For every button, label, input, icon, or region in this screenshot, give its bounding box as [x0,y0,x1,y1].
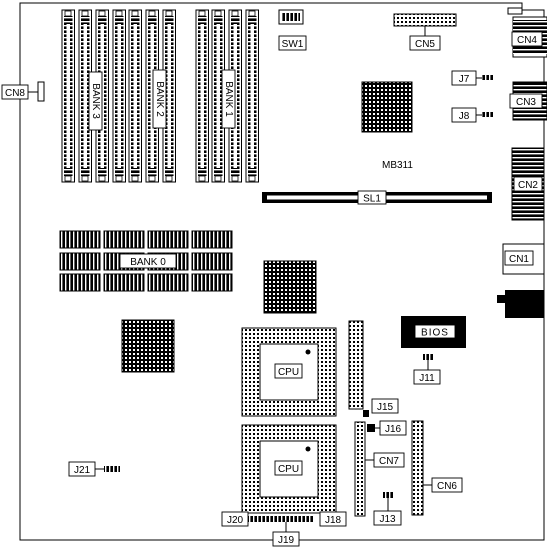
j11-label: J11 [419,373,435,384]
simm-slot[interactable] [162,9,176,183]
j8-label: J8 [459,111,470,122]
dram-chip [103,273,145,292]
dram-chip [191,273,233,292]
cpu2-socket[interactable]: CPU [241,424,337,514]
dram-chip [147,230,189,249]
cn6-label: CN6 [437,481,457,492]
cn6-connector[interactable]: CN6 [411,420,463,516]
j21-label: J21 [74,465,91,476]
simm-slot[interactable] [195,9,209,183]
cn5-connector[interactable]: CN5 [393,13,457,51]
chipset-2 [263,260,317,314]
bank1-tag: BANK 1 [221,69,236,129]
cn4-connector[interactable]: CN4 [511,16,547,58]
cn2-connector[interactable]: CN2 [511,147,545,221]
bios-chip[interactable]: BIOS [401,316,466,348]
simm-slot[interactable] [245,9,259,183]
simm-slot[interactable] [78,9,92,183]
sw1-label: SW1 [282,39,304,50]
j18-label: J18 [325,515,342,526]
dram-chip [59,273,101,292]
cn1-label: CN1 [509,254,529,265]
simm-slot[interactable] [211,9,225,183]
simm-slot[interactable] [112,9,126,183]
simm-slot[interactable] [128,9,142,183]
j16-label: J16 [385,424,402,435]
cn8-connector[interactable]: CN8 [1,81,45,102]
j7-jumper[interactable]: J7 [451,70,494,86]
cpu-sockets: CPU CPU [241,327,337,514]
simm-banks: BANK 3 BANK 2 BANK 1 [61,9,259,183]
power-connector [497,290,544,318]
j19-label: J19 [278,535,295,546]
dram-chip [103,230,145,249]
j20-label: J20 [227,515,244,526]
j18-j19-j20-jumpers[interactable]: J20 J18 J19 [221,511,347,547]
bank2-label: BANK 2 [154,81,165,117]
cpu1-socket[interactable]: CPU [241,327,337,417]
cn3-connector[interactable]: CN3 [509,81,547,121]
bios-label: BIOS [421,328,449,339]
dram-chip [191,252,233,271]
vertical-header [348,320,364,410]
chipset-3 [121,319,175,373]
cn4-label: CN4 [517,35,537,46]
bank3-label: BANK 3 [90,83,101,119]
cn2-label: CN2 [518,180,538,191]
cn7-label: CN7 [379,456,399,467]
dram-chip [191,230,233,249]
cpu1-label: CPU [278,367,299,378]
simm-slot[interactable] [61,9,75,183]
cn1-connector[interactable]: CN1 [502,243,545,275]
j16-jumper[interactable]: J16 [367,420,407,436]
sl1-label: SL1 [363,194,381,205]
board-model: MB311 [382,160,413,171]
bank2-tag: BANK 2 [152,69,167,129]
bank0-tag: BANK 0 [119,253,177,269]
j15-label: J15 [377,402,394,413]
j13-jumper[interactable]: J13 [373,492,402,526]
bank0-label: BANK 0 [130,257,166,268]
dram-chip [59,230,101,249]
j11-jumper[interactable]: J11 [413,354,441,385]
j8-jumper[interactable]: J8 [451,107,494,123]
j13-label: J13 [379,514,396,525]
cpu2-label: CPU [278,464,299,475]
bank3-tag: BANK 3 [88,71,103,131]
dram-chip [59,252,101,271]
board-outline [19,2,545,541]
sw1-switch[interactable]: SW1 [278,9,307,51]
cn3-label: CN3 [516,97,536,108]
j21-jumper[interactable]: J21 [68,461,120,477]
bank1-label: BANK 1 [223,81,234,117]
cn8-label: CN8 [5,88,25,99]
sl1-slot[interactable]: SL1 [262,190,492,205]
dram-chip [147,273,189,292]
cn7-connector[interactable]: CN7 [354,421,405,517]
chipset-1 [361,81,413,133]
j7-label: J7 [459,74,470,85]
cn5-label: CN5 [415,39,435,50]
j15-jumper[interactable]: J15 [363,398,399,417]
